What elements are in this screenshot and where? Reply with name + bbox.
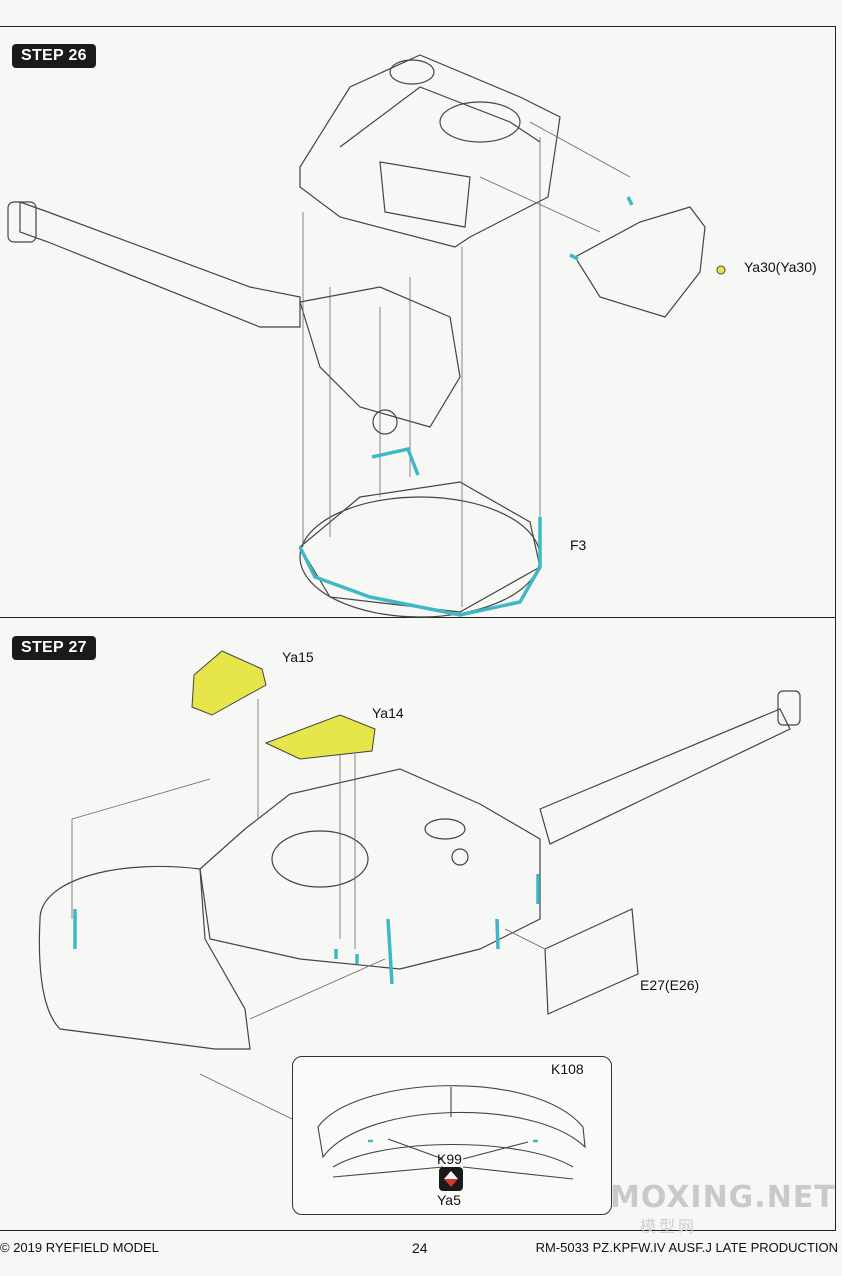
callout-e27: E27(E26) [640,977,700,993]
callout-f3: F3 [570,537,587,553]
turret-ring [299,496,541,618]
muzzle-brake [777,690,801,726]
f3-part [298,517,542,617]
callout-k108: K108 [551,1061,584,1077]
watermark-sub: 模型网 [640,1219,698,1236]
detail-inset: K108 K99 Ya5 [292,1056,612,1215]
turret-bracket-front [386,918,394,985]
gun-barrel [539,708,791,845]
page-footer: © 2019 RYEFIELD MODEL 24 RM-5033 PZ.KPFW… [0,1240,842,1260]
inset-ring [332,1144,574,1168]
ya15-part [191,650,267,716]
turret-base [299,481,541,613]
callout-ya15: Ya15 [282,649,314,665]
cupola-ring [271,830,369,888]
ya5-marker [439,1167,463,1191]
ya30-hook [716,265,726,275]
step-27-panel: STEP 27 [0,619,836,1231]
callout-ya14: Ya14 [372,705,404,721]
footer-copyright: © 2019 RYEFIELD MODEL [0,1240,159,1255]
step-26-badge: STEP 26 [12,44,96,68]
ya14-part [264,714,376,760]
mounting-bracket-small-2 [569,253,579,261]
schurzen-left [38,865,251,1050]
watermark-main: MOXING.NET [610,1180,836,1215]
roof-hatch [424,818,466,840]
step-27-badge: STEP 27 [12,636,96,660]
inset-illustration [317,1085,586,1191]
callout-ya5: Ya5 [437,1192,461,1208]
muzzle-brake [7,201,37,243]
step-26-illustration [7,54,726,618]
step-27-illustration [38,650,801,1120]
page-frame-right [834,26,836,1231]
commander-cupola-hole [439,101,521,143]
handwheel [372,409,398,435]
hatch [389,59,435,85]
footer-product: RM-5033 PZ.KPFW.IV AUSF.J LATE PRODUCTIO… [535,1240,838,1255]
turret-body [199,768,541,970]
turret-ring-insert [371,446,420,476]
side-plate-e27 [544,908,639,1015]
mantlet-opening [379,161,471,228]
schurzen-plate [574,206,706,318]
gun-barrel [19,201,301,328]
turret-bracket-side [495,918,500,950]
mounting-bracket-small [626,196,634,206]
callout-k99: K99 [437,1151,462,1167]
callout-ya30: Ya30(Ya30) [744,259,817,275]
turret-roof [299,54,561,248]
step-26-panel: STEP 26 [0,26,836,618]
footer-page-number: 24 [412,1240,428,1256]
roof-port [451,848,469,866]
gun-breech [299,286,461,428]
k108-plate [317,1085,586,1159]
